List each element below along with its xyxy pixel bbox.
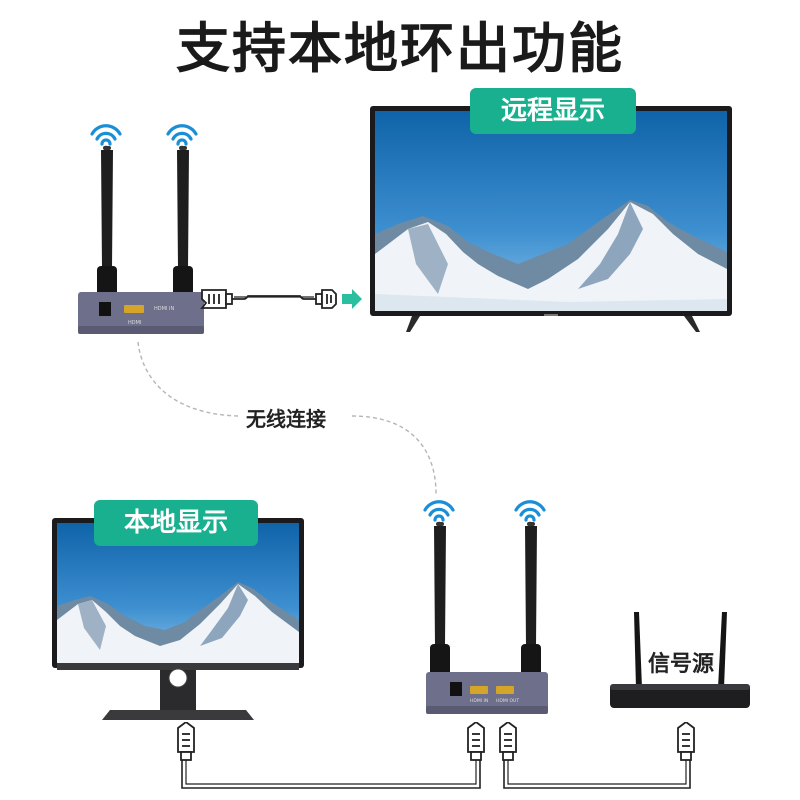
local-display-badge: 本地显示 <box>94 500 258 546</box>
hdmi-connector-icon <box>467 722 485 761</box>
hdmi-connector-icon <box>315 289 337 309</box>
signal-source-label: 信号源 <box>648 652 715 677</box>
hdmi-cable <box>200 289 362 309</box>
svg-text:HDMI: HDMI <box>128 320 141 326</box>
receiver-device: HDMI HDMI IN <box>78 124 204 334</box>
transmitter-device: HDMI IN HDMI OUT <box>423 500 548 714</box>
antenna <box>718 612 727 688</box>
remote-tv <box>370 106 732 332</box>
wireless-link-path <box>137 341 437 495</box>
hdmi-port-label: HDMI IN <box>470 698 488 704</box>
antenna <box>634 612 642 688</box>
hdmi-port-label: HDMI IN <box>154 306 174 312</box>
signal-source-device <box>610 612 750 708</box>
hdmi-connector-icon <box>177 722 195 761</box>
bottom-hdmi-cables <box>177 722 695 789</box>
hdmi-connector-icon <box>499 722 517 761</box>
page-title: 支持本地环出功能 <box>176 17 624 80</box>
remote-display-badge: 远程显示 <box>470 88 636 134</box>
arrow-right-icon <box>342 289 362 309</box>
local-monitor <box>52 518 304 720</box>
hdmi-connector-icon <box>677 722 695 761</box>
wireless-link-label: 无线连接 <box>246 407 326 431</box>
hdmi-connector-icon <box>200 289 233 309</box>
hdmi-port-label: HDMI OUT <box>496 698 519 704</box>
